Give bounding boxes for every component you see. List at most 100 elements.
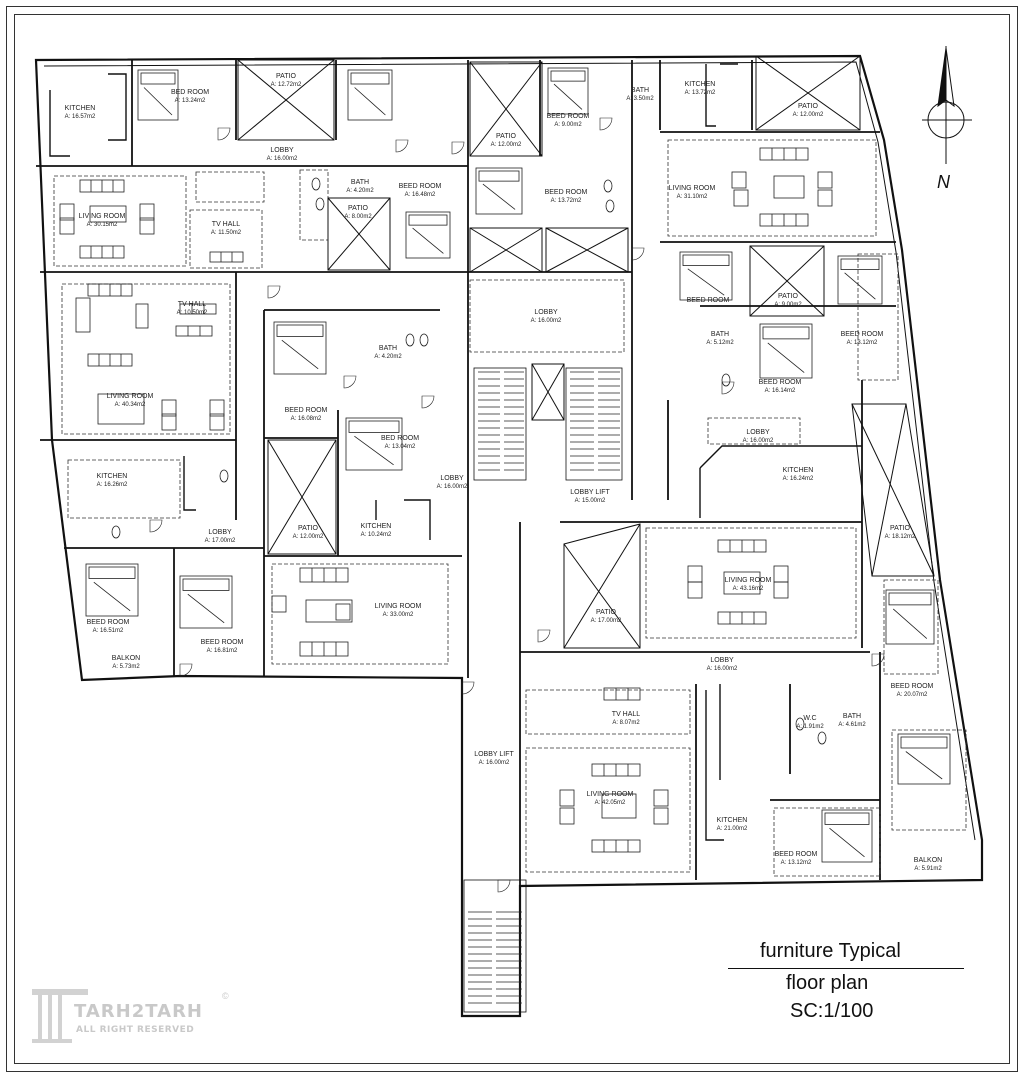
room-name: W.C — [803, 715, 816, 722]
sofa — [135, 303, 149, 329]
room-name: PATIO — [778, 293, 799, 300]
room-name: PATIO — [496, 133, 517, 140]
title-line-2: floor plan — [786, 972, 869, 994]
room-name: BEED ROOM — [399, 183, 442, 190]
door-swing — [421, 395, 435, 409]
room-name: BEED ROOM — [545, 189, 588, 196]
title-scale: SC:1/100 — [790, 1000, 874, 1022]
room-area: A: 21.00m2 — [717, 826, 748, 832]
room-name: BATH — [631, 87, 649, 94]
bed — [475, 167, 523, 215]
room-area: A: 18.12m2 — [885, 534, 916, 540]
patio-lightwells — [237, 55, 935, 649]
bed — [885, 589, 935, 645]
armchair — [209, 399, 225, 417]
armchair — [773, 581, 789, 599]
room-area: A: 5.73m2 — [112, 664, 140, 670]
kitchen-counter — [108, 73, 127, 141]
room-name: KITCHEN — [717, 817, 748, 824]
room-area: A: 12.00m2 — [491, 142, 522, 148]
sofa — [179, 303, 217, 315]
toilet — [605, 199, 615, 213]
door-swing — [721, 381, 735, 395]
room-name: BEED ROOM — [759, 379, 802, 386]
bed — [179, 575, 233, 629]
room-name: LIVING ROOM — [375, 603, 422, 610]
room-area: A: 16.00m2 — [743, 438, 774, 444]
armchair — [773, 565, 789, 583]
room-name: TV HALL — [612, 711, 641, 718]
armchair — [59, 203, 75, 221]
sofa — [79, 245, 125, 259]
armchair — [687, 565, 703, 583]
door-swing — [179, 663, 193, 677]
armchair — [817, 171, 833, 189]
room-area: A: 16.00m2 — [437, 484, 468, 490]
room-area: A: 13.12m2 — [781, 860, 812, 866]
room-area: A: 13.72m2 — [685, 90, 716, 96]
room-name: KITCHEN — [685, 81, 716, 88]
room-area: A: 4.20m2 — [374, 354, 402, 360]
room-area: A: 5.12m2 — [706, 340, 734, 346]
room-name: BEED ROOM — [547, 113, 590, 120]
kitchen-counter — [705, 690, 724, 841]
armchair — [161, 413, 177, 431]
room-area: A: 16.26m2 — [97, 482, 128, 488]
armchair — [731, 171, 747, 189]
room-area: A: 20.07m2 — [897, 692, 928, 698]
door-swing — [217, 127, 231, 141]
armchair — [559, 789, 575, 807]
coffee-table — [305, 599, 353, 623]
coffee-table — [723, 571, 761, 595]
bed — [137, 69, 179, 121]
room-area: A: 16.81m2 — [207, 648, 238, 654]
door-swing — [631, 247, 645, 261]
armchair — [687, 581, 703, 599]
toilet — [419, 333, 429, 347]
room-dash-outlines — [53, 139, 967, 877]
toilet — [111, 525, 121, 539]
room-name: LOBBY LIFT — [570, 489, 610, 496]
room-name: BEED ROOM — [87, 619, 130, 626]
room-area: A: 1.91m2 — [796, 724, 824, 730]
room-area: A: 4.61m2 — [838, 722, 866, 728]
room-name: BATH — [711, 331, 729, 338]
sofa — [175, 325, 213, 337]
bed — [821, 809, 873, 863]
toilet — [315, 197, 325, 211]
room-area: A: 10.50m2 — [177, 310, 208, 316]
room-name: PATIO — [890, 525, 911, 532]
staircase-core — [463, 367, 623, 1013]
room-area: A: 13.04m2 — [385, 444, 416, 450]
room-area: A: 16.00m2 — [531, 318, 562, 324]
sofa — [299, 641, 349, 657]
room-area: A: 4.20m2 — [346, 188, 374, 194]
sofa — [759, 147, 809, 161]
room-area: A: 10.24m2 — [361, 532, 392, 538]
watermark-subtitle: ALL RIGHT RESERVED — [76, 1025, 195, 1035]
title-line-1: furniture Typical — [760, 940, 901, 962]
door-swing — [871, 653, 885, 667]
